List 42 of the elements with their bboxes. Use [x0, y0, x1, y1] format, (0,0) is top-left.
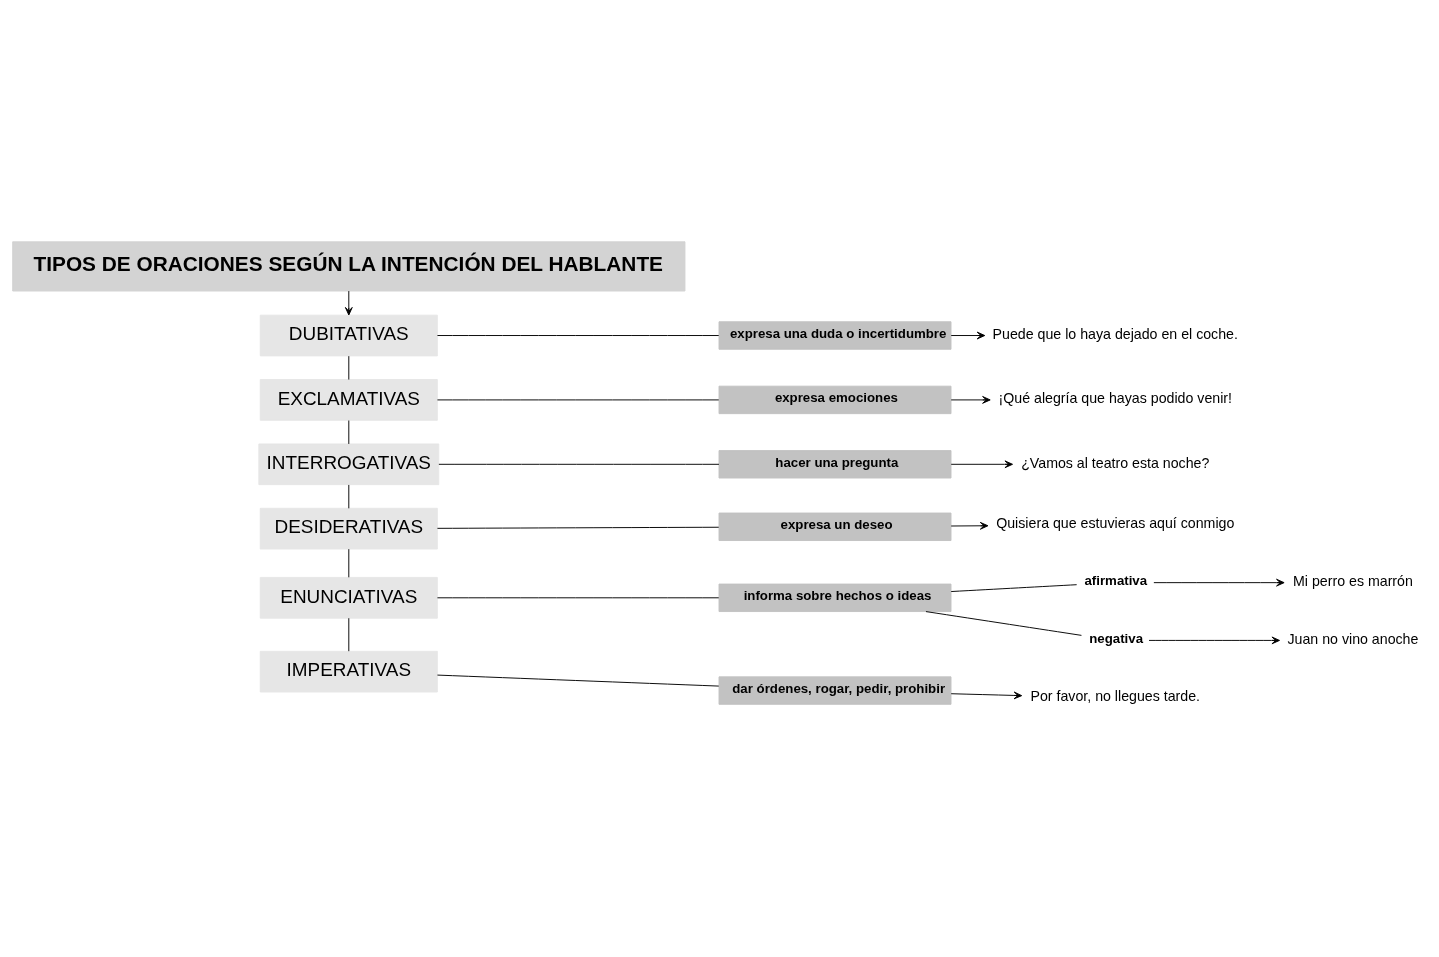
connector	[348, 355, 350, 380]
node-box: expresa emociones	[718, 385, 952, 415]
connector	[348, 617, 350, 652]
node-box: IMPERATIVAS	[259, 650, 438, 693]
node-text: negativa	[1089, 630, 1144, 646]
arrow	[950, 460, 1013, 469]
node-box: informa sobre hechos o ideas	[718, 583, 952, 612]
arrow	[950, 331, 986, 340]
node-box: TIPOS DE ORACIONES SEGÚN LA INTENCIÓN DEL HABLANTE	[12, 241, 686, 292]
connector	[437, 597, 720, 599]
connector	[925, 611, 1082, 636]
connector	[348, 484, 350, 509]
connector	[438, 463, 720, 465]
arrow	[950, 521, 989, 530]
node-text: afirmativa	[1084, 573, 1148, 589]
node-box: INTERROGATIVAS	[258, 443, 440, 486]
node-text: Juan no vino anoche	[1287, 630, 1419, 647]
connector	[348, 548, 350, 578]
connector	[437, 335, 720, 336]
connector	[437, 526, 720, 529]
arrow	[1148, 636, 1280, 645]
node-text: Por favor, no llegues tarde.	[1030, 688, 1201, 705]
connector	[348, 420, 350, 445]
node-box: expresa una duda o incertidumbre	[718, 321, 952, 350]
node-box: ENUNCIATIVAS	[259, 576, 438, 619]
arrow	[1153, 578, 1285, 587]
node-text: Mi perro es marrón	[1293, 572, 1413, 589]
node-box: hacer una pregunta	[718, 450, 952, 479]
connector	[437, 674, 720, 687]
arrow	[344, 290, 353, 316]
arrow	[950, 396, 991, 404]
node-box: dar órdenes, rogar, pedir, prohibir	[718, 676, 952, 705]
node-text: ¡Qué alegría que hayas podido venir!	[998, 390, 1233, 407]
arrow	[950, 691, 1023, 700]
node-box: DESIDERATIVAS	[259, 507, 438, 550]
node-box: DUBITATIVAS	[259, 314, 438, 357]
node-text: Puede que lo haya dejado en el coche.	[992, 325, 1238, 342]
node-box: EXCLAMATIVAS	[259, 379, 438, 421]
node-text: ¿Vamos al teatro esta noche?	[1021, 454, 1210, 471]
node-box: expresa un deseo	[718, 512, 952, 541]
node-text: Quisiera que estuvieras aquí conmigo	[996, 515, 1235, 532]
connector	[950, 584, 1078, 592]
